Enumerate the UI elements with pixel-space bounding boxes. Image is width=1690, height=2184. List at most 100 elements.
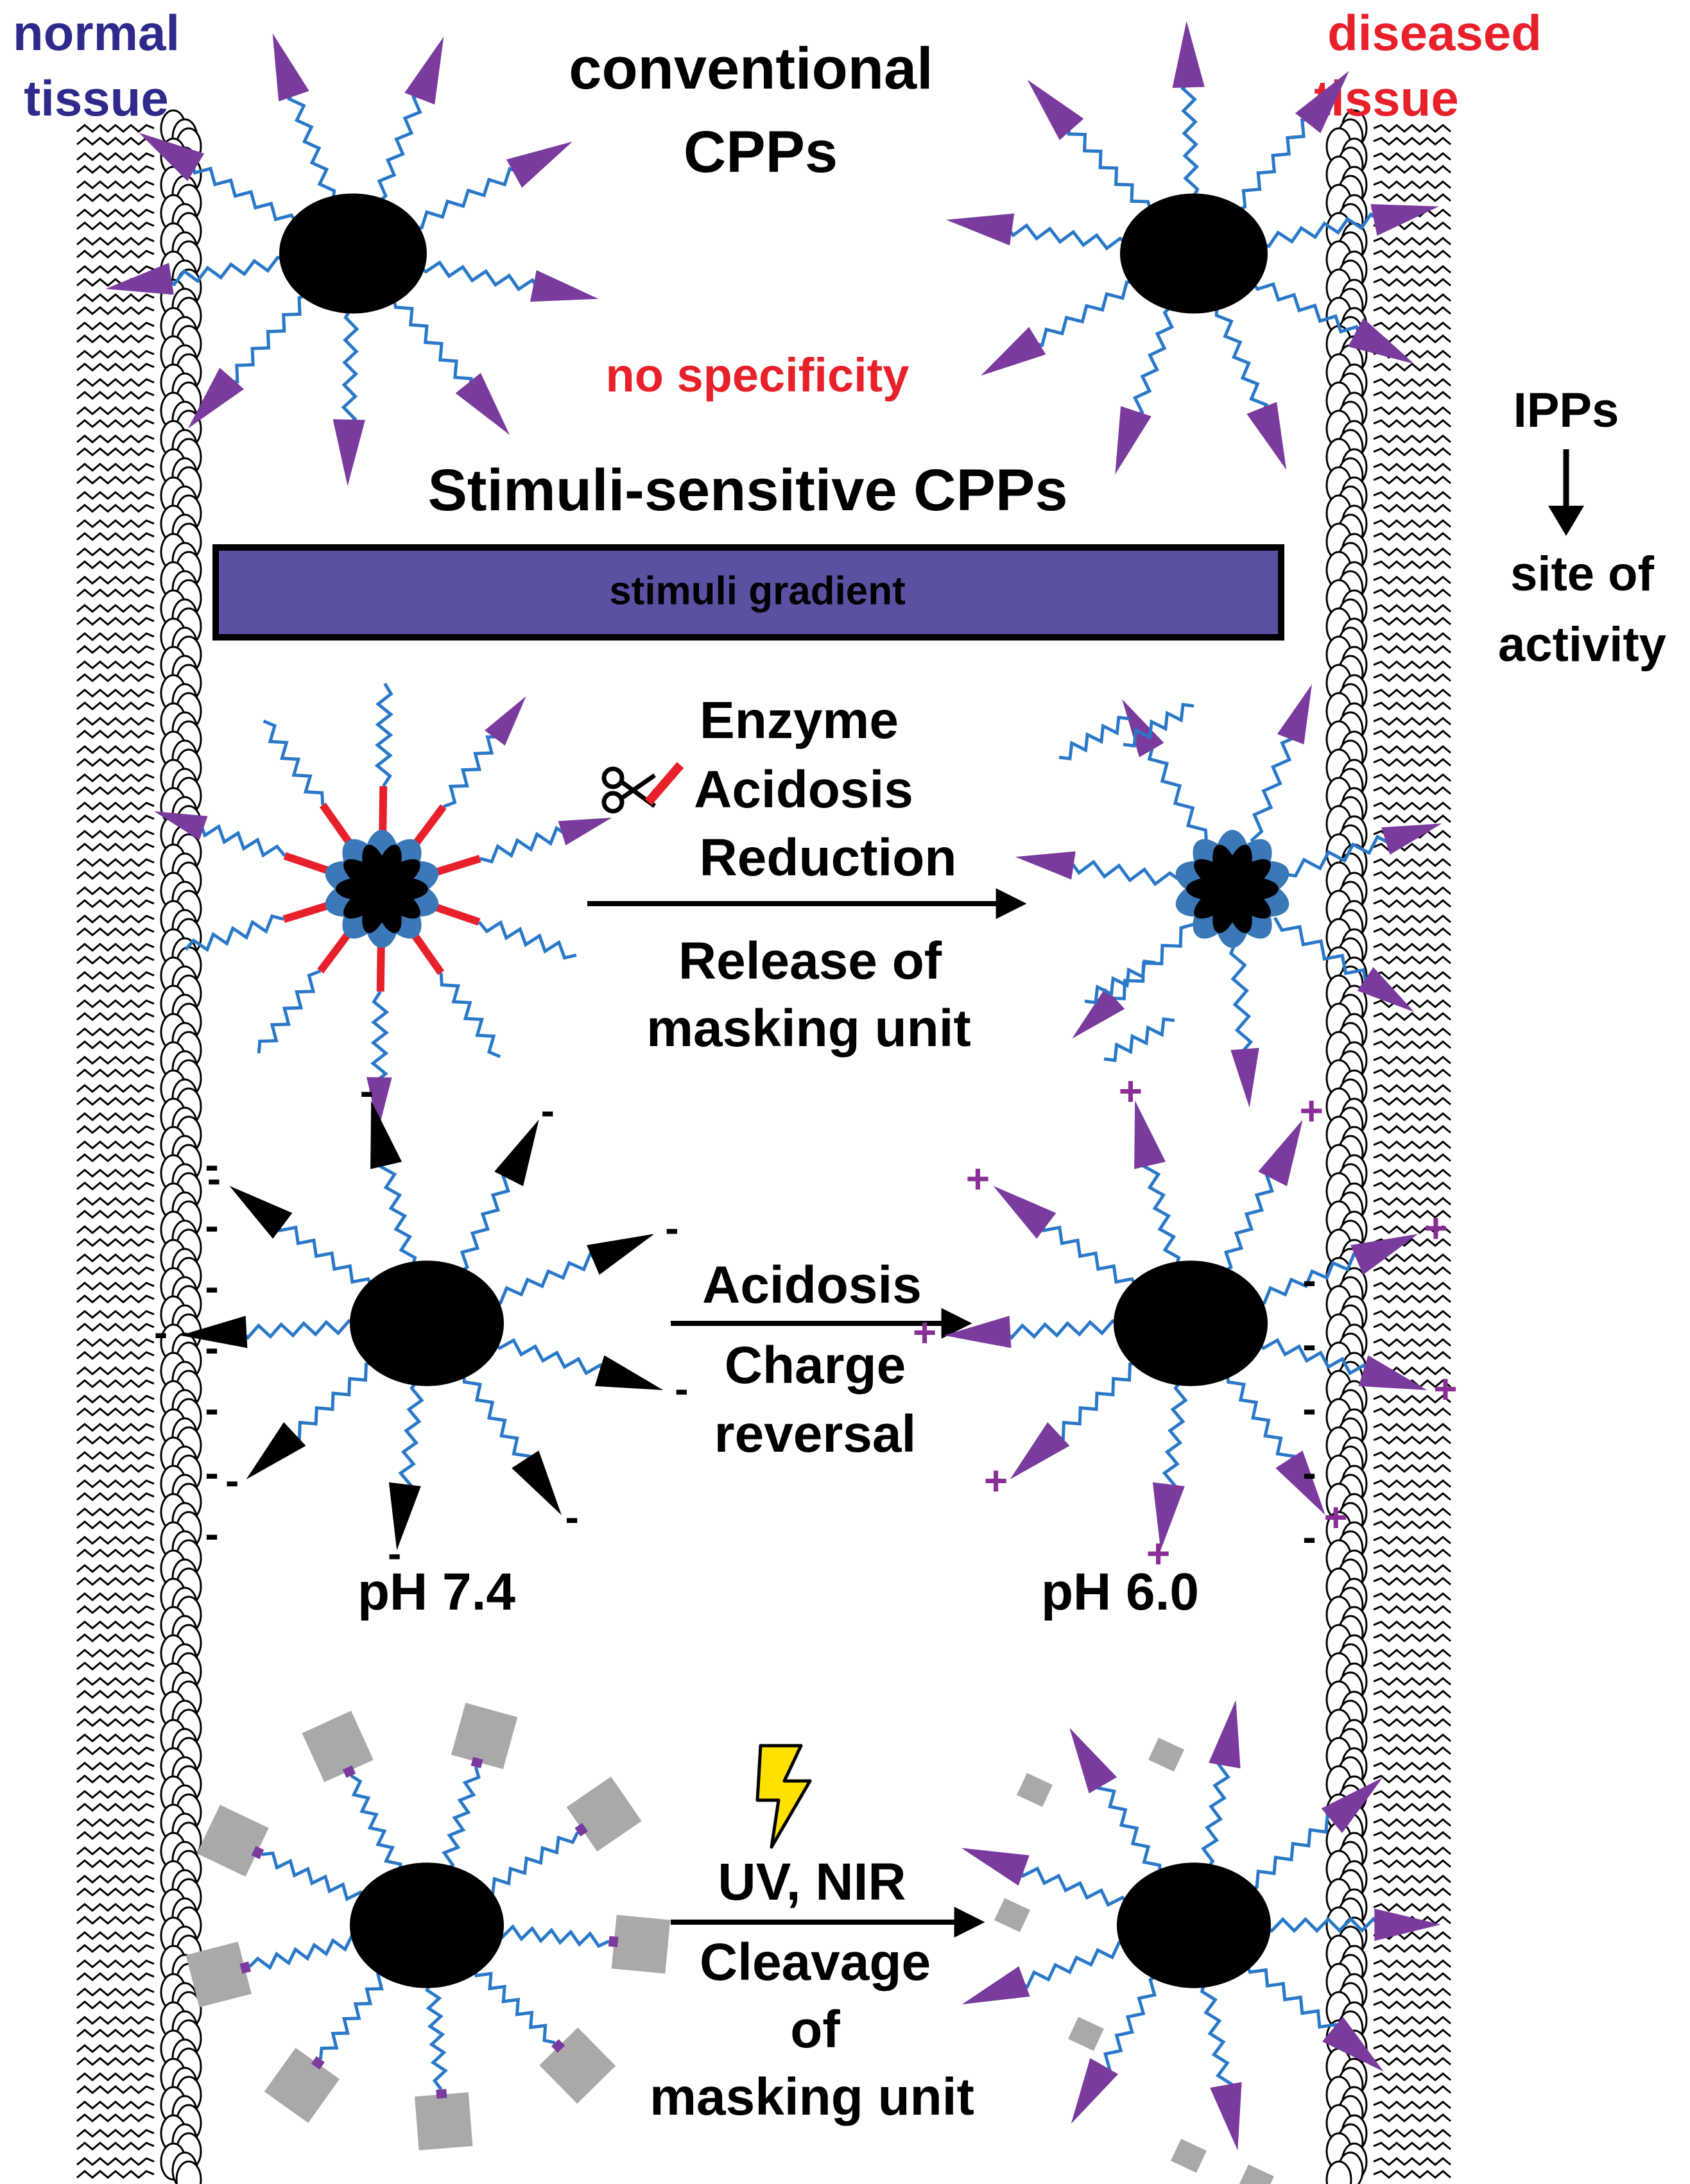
lipid-tail <box>76 2101 155 2122</box>
photocleavable-linker <box>311 2056 325 2070</box>
cpp-arrowhead <box>1277 684 1312 744</box>
lipid-tail <box>76 1140 155 1162</box>
lipid-tail <box>76 1564 155 1586</box>
lipid-tail <box>1373 1790 1451 1812</box>
charge-sign: + <box>1146 1530 1170 1576</box>
ph-normal-label: pH 7.4 <box>358 1563 515 1621</box>
lipid-head <box>175 2160 202 2184</box>
lipid-tail <box>76 1649 155 1671</box>
lipid-tail <box>76 999 155 1021</box>
released-masking-box <box>1238 2164 1274 2184</box>
lipid-tail <box>76 463 155 485</box>
peptide-linker <box>318 1968 389 2059</box>
peptide-linker <box>990 220 1132 251</box>
peptide-linker <box>488 1250 614 1305</box>
lipid-tail <box>1373 265 1451 287</box>
lipid-tail <box>1373 576 1451 598</box>
lipid-tail <box>76 1169 155 1191</box>
peptide-linker <box>374 682 393 787</box>
lipid-tail <box>1373 1479 1451 1501</box>
normal-tissue-membrane <box>76 109 202 2184</box>
lipid-tail <box>76 1733 155 1755</box>
cpp-arrowhead <box>587 1234 655 1275</box>
charge-sign: - <box>675 1366 688 1412</box>
peptide-linker <box>1003 1941 1132 1990</box>
released-masking-box <box>1068 2016 1104 2051</box>
cpp-arrowhead <box>1230 1047 1259 1108</box>
cpp-arrowhead <box>404 37 444 105</box>
cpp-arrowhead <box>1322 2016 1384 2072</box>
cpp-arrowhead <box>154 811 208 841</box>
photouncaged-cpp-particle <box>961 1699 1441 2151</box>
lipid-tail <box>76 915 155 936</box>
photocleavable-linker <box>239 1961 252 1974</box>
diseased-tissue-label-line1: diseased <box>1327 4 1542 61</box>
lipid-tail <box>76 1253 155 1275</box>
cpp-arrowhead <box>1027 80 1084 141</box>
peptide-linker <box>1041 1359 1142 1450</box>
scissors-icon <box>601 762 684 814</box>
photocleavable-linker <box>251 1846 264 1859</box>
lipid-tail <box>76 2129 155 2151</box>
reduction-label: Reduction <box>700 829 957 887</box>
lipid-tail <box>76 1762 155 1784</box>
membrane-negative-charge: - <box>205 1264 218 1310</box>
peptide-linker <box>1056 112 1153 215</box>
nanoparticle-core <box>1114 1260 1268 1386</box>
charge-label: Charge <box>725 1336 906 1395</box>
cpp-arrowhead <box>961 1966 1030 2005</box>
cpp-arrowhead <box>1069 1728 1117 1794</box>
lipid-tail <box>1373 519 1451 541</box>
cpp-arrowhead <box>1134 1100 1166 1169</box>
cpp-arrowhead <box>1357 967 1415 1012</box>
conventional-cpps-title-line1: conventional <box>569 36 933 101</box>
lipid-tail <box>1373 689 1451 710</box>
lipid-tail <box>76 1677 155 1699</box>
lipid-tail <box>1373 604 1451 626</box>
charge-sign: + <box>913 1309 936 1355</box>
lipid-tail <box>76 1818 155 1840</box>
lipid-tail <box>1373 1197 1451 1219</box>
lipid-tail <box>1373 1677 1451 1699</box>
charge-sign: - <box>225 1457 239 1504</box>
cpp-arrowhead <box>594 1355 664 1391</box>
stimuli-gradient-bar <box>212 544 1284 641</box>
cpp-arrowhead <box>961 1848 1030 1886</box>
micelle-petal-core <box>362 845 390 897</box>
lipid-tail <box>1373 547 1451 569</box>
normal-tissue-label-line1: normal <box>13 4 180 61</box>
cpp-arrowhead <box>1374 1908 1441 1941</box>
charge-sign: + <box>1424 1205 1447 1251</box>
photocleavable-linker <box>551 2039 565 2053</box>
release-of-label: Release of <box>678 932 942 990</box>
masking-unit-label: masking unit <box>646 999 971 1058</box>
diseased-tissue-label-line2: tissue <box>1314 70 1458 126</box>
lipid-tail <box>76 1112 155 1134</box>
cpp-arrowhead <box>1246 402 1287 470</box>
lipid-tail <box>1373 2129 1451 2151</box>
cpp-arrowhead <box>1152 1482 1185 1551</box>
peptide-linker <box>492 1924 610 1948</box>
charge-sign: - <box>207 1156 221 1202</box>
lipid-tail <box>1373 943 1451 965</box>
lipid-tail <box>76 2044 155 2066</box>
photocleavable-linker <box>574 1823 588 1837</box>
membrane-negative-charge: - <box>205 1203 218 1249</box>
lipid-tail <box>76 858 155 880</box>
lipid-tail <box>1373 915 1451 936</box>
cpp-arrowhead <box>370 1100 402 1169</box>
charge-sign: + <box>966 1156 990 1202</box>
peptide-linker <box>286 74 336 204</box>
cpp-arrowhead <box>530 270 599 302</box>
masking-box <box>185 1941 252 2008</box>
diseased-tissue-membrane <box>1325 109 1451 2184</box>
lipid-tail <box>76 124 155 146</box>
lipid-tail <box>1373 1592 1451 1614</box>
masking-box <box>415 2092 473 2151</box>
peptide-linker <box>264 1211 375 1291</box>
ph-diseased-label: pH 6.0 <box>1041 1563 1199 1621</box>
peptide-linker <box>149 255 291 287</box>
cpp-arrowhead <box>1370 204 1439 236</box>
cpp-arrowhead <box>1295 71 1349 133</box>
